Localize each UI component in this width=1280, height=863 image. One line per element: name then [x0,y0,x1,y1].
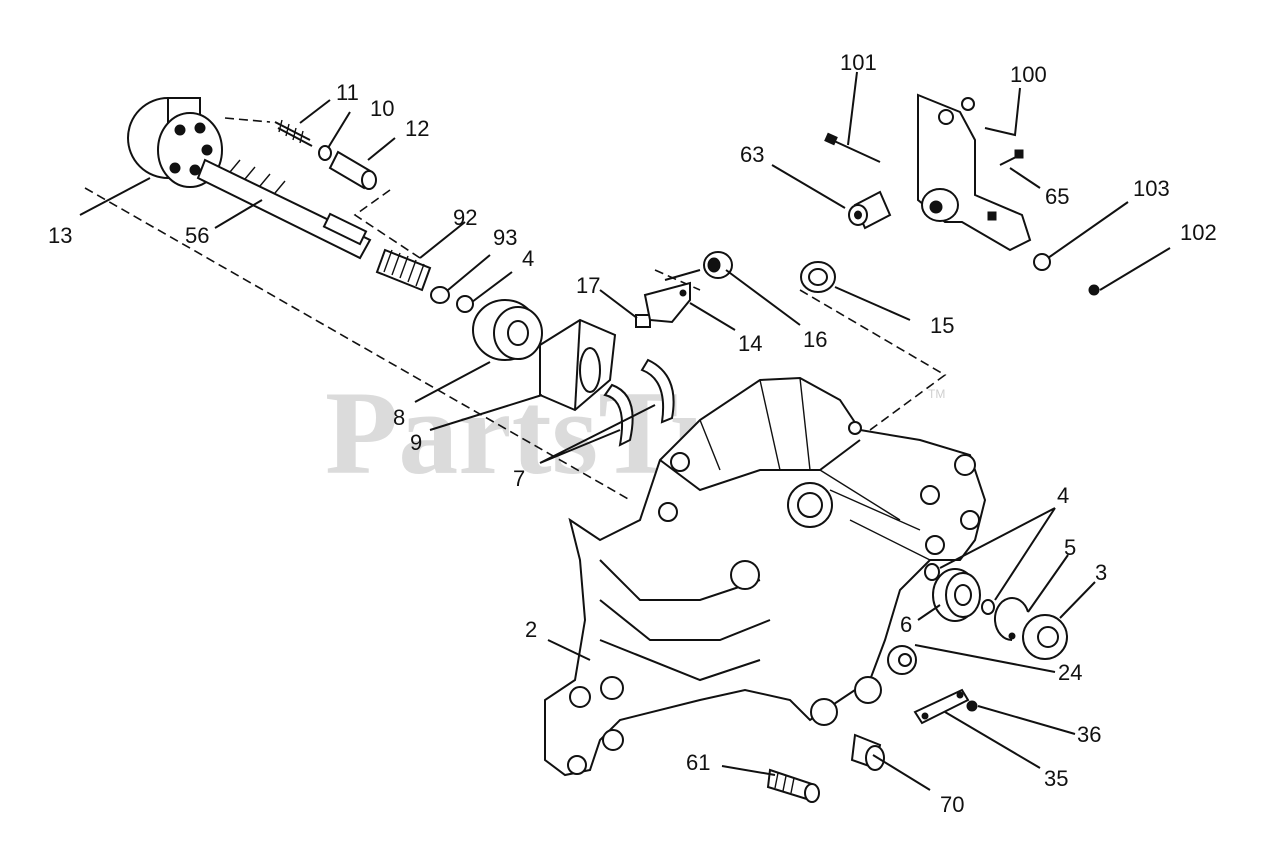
watermark-tm: TM [928,387,945,401]
callout-65: 65 [1045,184,1069,209]
part-65-screw [999,149,1024,166]
part-14-control-arm [643,269,701,324]
part-4-ring-lower [924,563,995,615]
part-24-bearing [932,568,981,622]
part-63-spacer [848,190,892,230]
callout-56: 56 [185,223,209,248]
callout-9: 9 [410,430,422,455]
callout-4-lower: 4 [1057,483,1069,508]
part-56-shaft [196,158,372,260]
callout-13: 13 [48,223,72,248]
part-15-seal [800,261,836,293]
callout-3: 3 [1095,560,1107,585]
leader-lines [79,71,1171,791]
part-35-plate [913,688,970,725]
callout-100: 100 [1010,62,1047,87]
callout-24: 24 [1058,660,1082,685]
callout-17: 17 [576,273,600,298]
part-101-bolt [824,132,881,163]
part-2-housing [544,376,987,777]
callout-35: 35 [1044,766,1068,791]
callout-14: 14 [738,331,762,356]
part-11-spring [274,119,313,147]
callout-4-upper: 4 [522,246,534,271]
callout-7: 7 [513,466,525,491]
callout-2: 2 [525,617,537,642]
part-5-retaining-ring [993,597,1029,641]
part-100-bracket [917,93,1032,252]
callout-6: 6 [900,612,912,637]
callout-92: 92 [453,205,477,230]
callout-70: 70 [940,792,964,817]
callout-61: 61 [686,750,710,775]
part-6-washer [887,645,917,675]
part-61-fitting [766,768,820,803]
part-16-bushing [703,251,733,279]
callout-63: 63 [740,142,764,167]
callout-36: 36 [1077,722,1101,747]
part-8-bearing [472,299,543,361]
part-3-cap [1022,614,1068,660]
part-12-sleeve [328,150,377,190]
callout-101: 101 [840,50,877,75]
callout-12: 12 [405,116,429,141]
callout-102: 102 [1180,220,1217,245]
part-102-fitting [1088,284,1100,296]
assembly-axes [84,117,947,501]
part-10-ring [318,145,332,161]
part-13-cylinder-block [127,97,223,188]
part-7-thrust-plates [603,358,675,447]
part-93-ring [430,286,450,304]
callout-103: 103 [1133,176,1170,201]
part-4-ring-upper [456,295,474,313]
part-103-nut [1033,253,1051,271]
part-70-plug [850,733,885,771]
callout-10: 10 [370,96,394,121]
part-36-screw [966,700,978,712]
callout-16: 16 [803,327,827,352]
callout-93: 93 [493,225,517,250]
callout-labels: 101 100 11 10 12 63 65 103 102 13 56 92 … [48,50,1217,817]
part-92-spring [375,248,432,292]
callout-15: 15 [930,313,954,338]
callout-5: 5 [1064,535,1076,560]
part-17-key [635,314,651,328]
callout-8: 8 [393,405,405,430]
callout-11: 11 [336,80,359,105]
